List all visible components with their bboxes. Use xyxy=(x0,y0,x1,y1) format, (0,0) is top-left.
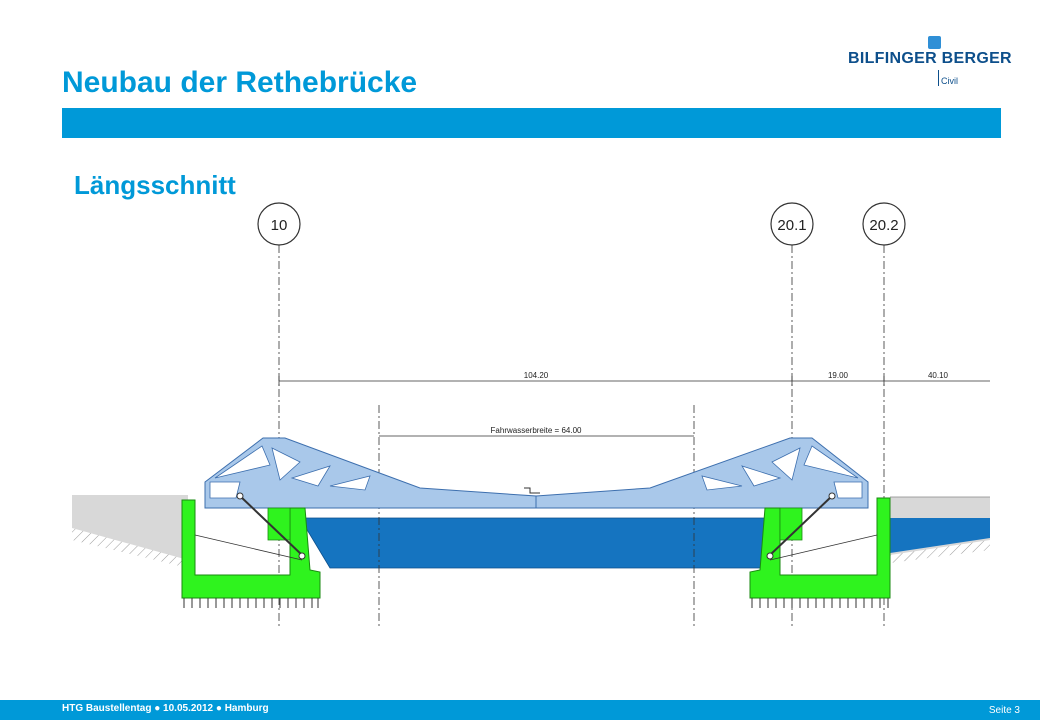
ground-left-hatch xyxy=(72,528,188,568)
logo-division: Civil xyxy=(941,76,958,86)
axis-label-20-2: 20.2 xyxy=(869,217,898,234)
logo-wordmark: BILFINGER BERGER xyxy=(848,50,1012,67)
dimension-right: 40.10 xyxy=(928,371,949,380)
ground-left xyxy=(72,495,188,560)
water-channel xyxy=(299,517,766,569)
company-logo: BILFINGER BERGER Civil xyxy=(848,36,1012,86)
axis-marker-10 xyxy=(257,202,301,246)
footer-bar: HTG Baustellentag ● 10.05.2012 ● Hamburg… xyxy=(0,700,1040,720)
dimension-mid: 19.00 xyxy=(828,371,849,380)
ground-right-hatch xyxy=(890,540,990,563)
water-right xyxy=(890,518,990,553)
axis-label-20-1: 20.1 xyxy=(777,217,806,234)
axis-marker-20-2 xyxy=(862,202,906,246)
header-bar xyxy=(62,108,1001,138)
pier-left xyxy=(181,499,321,599)
section-subtitle: Längsschnitt xyxy=(74,170,236,200)
page-number: Seite 3 xyxy=(988,705,1020,716)
fairway-width: Fahrwasserbreite = 64.00 xyxy=(491,426,582,435)
bridge-leaf-right xyxy=(535,437,869,509)
axis-label-10: 10 xyxy=(271,217,288,234)
axis-marker-20-1 xyxy=(770,202,814,246)
logo-mark-icon xyxy=(928,36,941,49)
slide-title: Neubau der Rethebrücke xyxy=(62,66,418,99)
footer-event: HTG Baustellentag ● 10.05.2012 ● Hamburg xyxy=(62,703,269,714)
logo-divider xyxy=(938,70,939,86)
dimension-main: 104.20 xyxy=(524,371,549,380)
bridge-leaf-left xyxy=(204,437,537,509)
